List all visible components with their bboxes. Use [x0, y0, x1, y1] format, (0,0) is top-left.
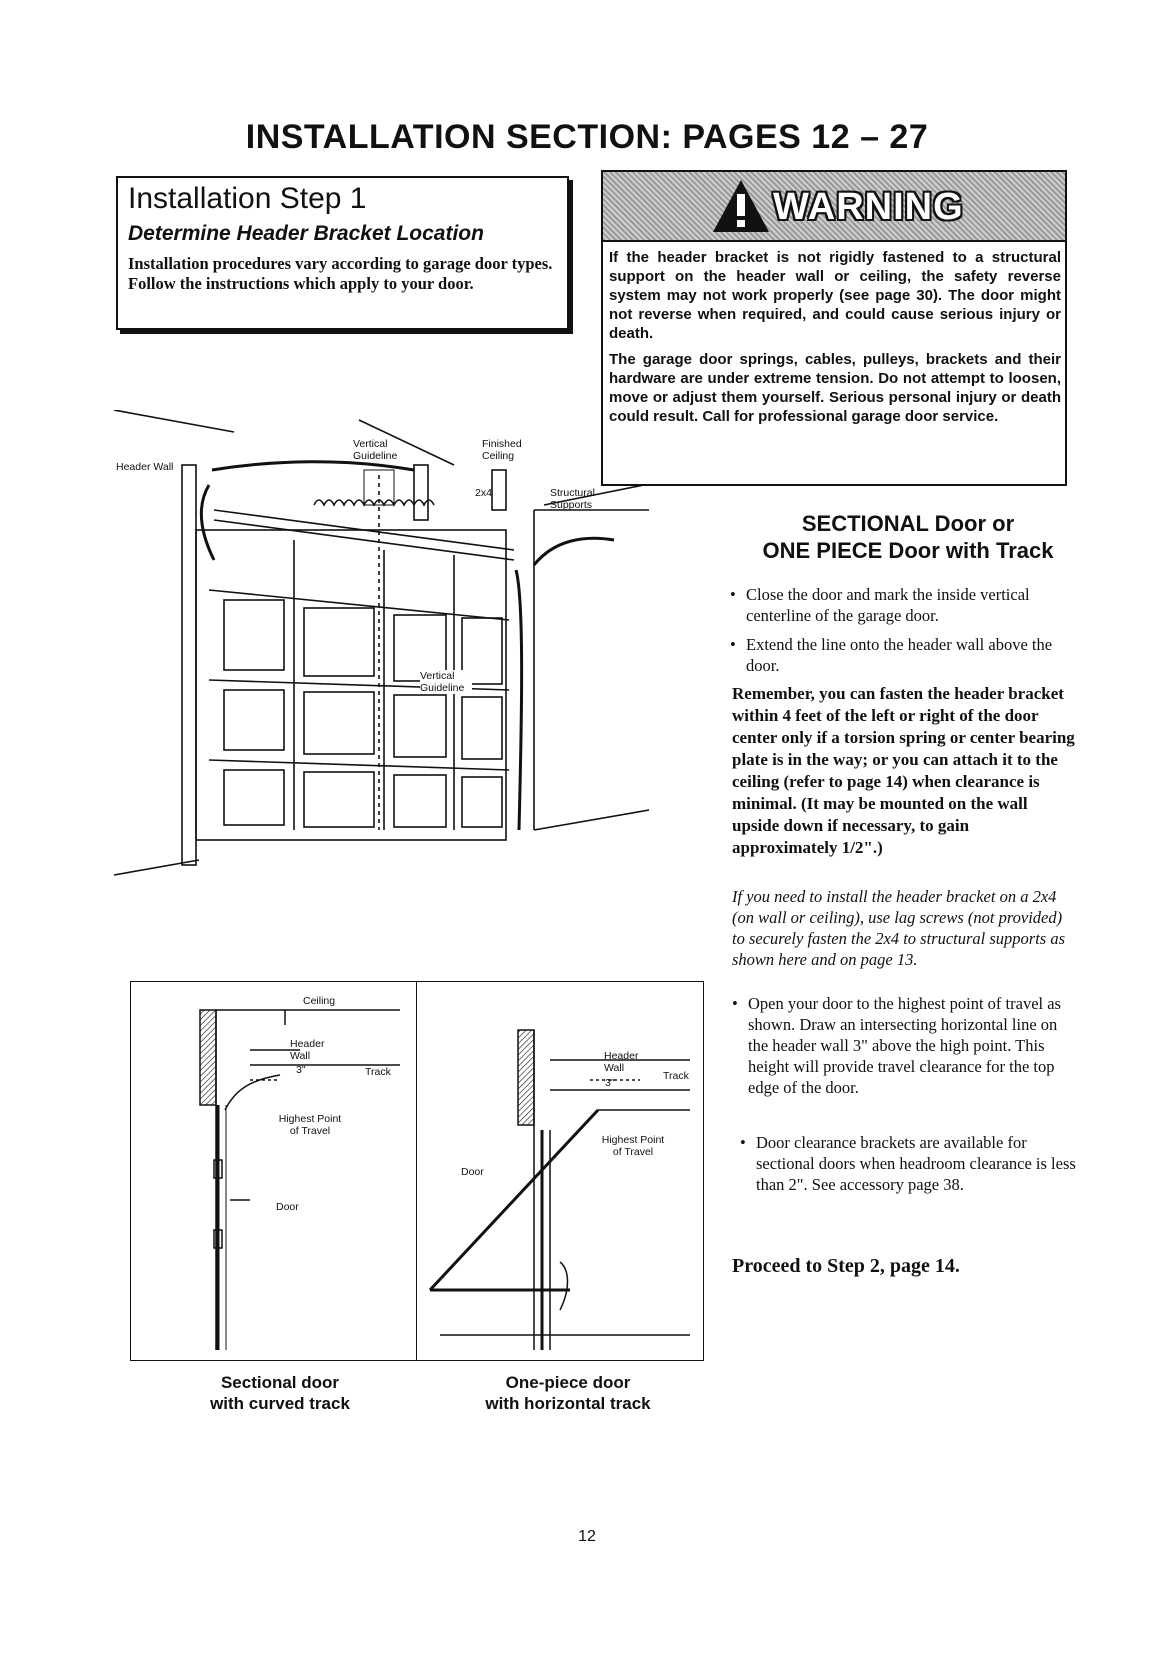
- sectional-label-highest-point: Highest Point of Travel: [278, 1113, 342, 1137]
- garage-door-illustration: [114, 410, 650, 876]
- label-vertical-guideline-door: Vertical Guideline: [420, 670, 472, 694]
- label-2x4: 2x4: [475, 487, 492, 499]
- sectional-label-3-inch: 3": [296, 1064, 306, 1076]
- bullet-close-door: •Close the door and mark the inside vert…: [730, 585, 1030, 625]
- caption-sectional-door: Sectional door with curved track: [210, 1373, 350, 1413]
- sectional-label-header-wall: Header Wall: [290, 1038, 325, 1062]
- onepiece-label-3-inch: 3": [605, 1077, 615, 1089]
- step-intro: Installation procedures vary according t…: [128, 254, 553, 293]
- onepiece-label-track: Track: [663, 1070, 689, 1082]
- proceed-link: Proceed to Step 2, page 14.: [732, 1255, 960, 1277]
- sectional-door-diagram: [199, 1009, 400, 1350]
- sectional-label-door: Door: [276, 1201, 299, 1213]
- label-header-wall: Header Wall: [116, 461, 174, 473]
- sectional-label-track: Track: [365, 1066, 391, 1078]
- label-finished-ceiling: Finished Ceiling: [482, 438, 522, 462]
- remember-paragraph: Remember, you can fasten the header brac…: [732, 684, 1075, 857]
- section-title: SECTIONAL Door or ONE PIECE Door with Tr…: [762, 511, 1054, 563]
- onepiece-label-door: Door: [461, 1166, 484, 1178]
- label-structural-supports: Structural Supports: [550, 487, 595, 511]
- label-vertical-guideline-top: Vertical Guideline: [353, 438, 398, 462]
- sectional-label-ceiling: Ceiling: [303, 995, 336, 1007]
- warning-paragraph-1: If the header bracket is not rigidly fas…: [609, 249, 1061, 342]
- detail-figures-frame: [130, 981, 704, 1361]
- page-number: 12: [578, 1528, 596, 1545]
- italic-note: If you need to install the header bracke…: [732, 887, 1066, 969]
- step-box: Installation Step 1 Determine Header Bra…: [116, 176, 569, 330]
- warning-triangle-icon: [713, 180, 769, 232]
- onepiece-label-highest-point: Highest Point of Travel: [601, 1134, 665, 1158]
- step-subtitle: Determine Header Bracket Location: [128, 222, 484, 245]
- one-piece-door-diagram: [428, 1029, 690, 1350]
- caption-one-piece-door: One-piece door with horizontal track: [485, 1373, 651, 1413]
- bullet-clearance-brackets: •Door clearance brackets are available f…: [740, 1133, 1076, 1194]
- warning-label: WARNING: [773, 186, 964, 228]
- page-title: INSTALLATION SECTION: PAGES 12 – 27: [245, 118, 929, 156]
- warning-box: WARNING If the header bracket is not rig…: [601, 170, 1067, 486]
- warning-paragraph-2: The garage door springs, cables, pulleys…: [609, 351, 1061, 425]
- bullet-open-door: •Open your door to the highest point of …: [732, 994, 1061, 1097]
- onepiece-label-header-wall: Header Wall: [604, 1050, 639, 1074]
- warning-banner: WARNING: [603, 172, 1065, 242]
- detail-figures-divider: [416, 981, 417, 1361]
- bullet-extend-line: •Extend the line onto the header wall ab…: [730, 635, 1053, 675]
- step-title: Installation Step 1: [128, 182, 367, 215]
